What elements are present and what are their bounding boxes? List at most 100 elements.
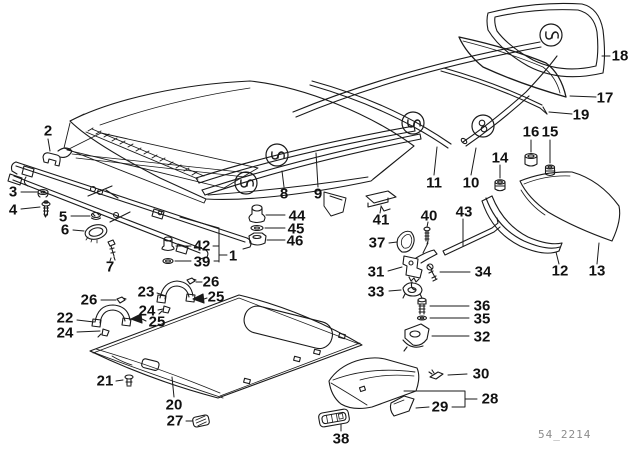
grommet-6 bbox=[84, 224, 108, 244]
arrow-25-left bbox=[130, 313, 143, 324]
part-label-l17: 17 bbox=[596, 89, 614, 107]
part-label-l5: 5 bbox=[58, 208, 68, 226]
rear-roof-panel-13 bbox=[519, 171, 621, 242]
part-label-l13: 13 bbox=[588, 262, 606, 280]
bushing-16 bbox=[524, 152, 538, 167]
clip-2 bbox=[42, 152, 61, 167]
rod-43 bbox=[442, 217, 501, 256]
clip-26-left bbox=[116, 296, 127, 304]
part-label-l7: 7 bbox=[105, 258, 115, 276]
part-label-l18: 18 bbox=[611, 47, 629, 65]
visor-flap-28 bbox=[328, 357, 420, 410]
part-label-l31: 31 bbox=[367, 263, 385, 281]
nut-46 bbox=[248, 232, 267, 246]
part-label-l32: 32 bbox=[473, 328, 491, 346]
rear-window-frame-18 bbox=[486, 2, 606, 78]
part-label-l25b: 25 bbox=[207, 288, 225, 306]
clip-24-left bbox=[97, 328, 110, 338]
nut-3 bbox=[37, 188, 49, 198]
part-label-l40: 40 bbox=[420, 207, 438, 225]
bolt-36 bbox=[417, 297, 427, 315]
detail-callout-circle bbox=[234, 143, 289, 195]
flap-29 bbox=[389, 395, 415, 417]
part-label-l30: 30 bbox=[472, 365, 490, 383]
part-label-l6: 6 bbox=[60, 221, 70, 239]
part-label-l1: 1 bbox=[228, 247, 238, 265]
bushing-14 bbox=[494, 179, 506, 192]
oring-39 bbox=[162, 257, 174, 265]
part-label-l27: 27 bbox=[166, 412, 184, 430]
part-label-l46: 46 bbox=[286, 232, 304, 250]
trim-strip-9 bbox=[195, 125, 416, 184]
clip-26-right bbox=[186, 277, 197, 285]
leader-lines bbox=[20, 55, 611, 432]
part-label-l42: 42 bbox=[193, 237, 211, 255]
part-label-l4: 4 bbox=[8, 201, 18, 219]
part-label-l26b: 26 bbox=[202, 273, 220, 291]
screw-34 bbox=[426, 263, 438, 282]
part-label-l8: 8 bbox=[279, 185, 289, 203]
part-label-l20: 20 bbox=[165, 396, 183, 414]
part-label-l16: 16 bbox=[522, 123, 540, 141]
screw-7 bbox=[107, 239, 116, 261]
rear-window-17 bbox=[458, 36, 567, 98]
part-label-l12: 12 bbox=[551, 262, 569, 280]
part-label-l33: 33 bbox=[367, 283, 385, 301]
part-label-l26a: 26 bbox=[80, 291, 98, 309]
molding-11 bbox=[309, 80, 452, 149]
part-label-l3: 3 bbox=[8, 183, 18, 201]
figure-code: 54_2214 bbox=[538, 428, 592, 441]
part-label-l43: 43 bbox=[455, 203, 473, 221]
part-label-l14: 14 bbox=[491, 149, 509, 167]
bushing-15 bbox=[544, 164, 556, 177]
part-label-l9: 9 bbox=[313, 185, 323, 203]
part-label-l24b: 24 bbox=[138, 302, 156, 320]
part-label-l24a: 24 bbox=[56, 324, 74, 342]
part-label-l45: 45 bbox=[287, 220, 305, 238]
part-label-l39: 39 bbox=[193, 253, 211, 271]
grab-handle-22 bbox=[91, 304, 132, 328]
part-label-l10: 10 bbox=[462, 174, 480, 192]
clip-24-right bbox=[158, 305, 171, 315]
seal-arch-12 bbox=[481, 195, 563, 254]
part-label-l15: 15 bbox=[541, 123, 559, 141]
plug-42 bbox=[161, 236, 175, 252]
part-label-l36: 36 bbox=[473, 297, 491, 315]
part-label-l37: 37 bbox=[368, 234, 386, 252]
part-label-l44: 44 bbox=[288, 207, 306, 225]
headliner-panel-20 bbox=[89, 294, 363, 399]
screw-4 bbox=[41, 200, 51, 218]
gasket-37 bbox=[396, 230, 415, 253]
part-label-l2: 2 bbox=[43, 122, 53, 140]
part-label-l11: 11 bbox=[426, 174, 442, 192]
part-label-l29: 29 bbox=[431, 398, 449, 416]
part-label-l34: 34 bbox=[474, 263, 492, 281]
trim-strip-19 bbox=[440, 67, 548, 115]
part-label-l21: 21 bbox=[96, 372, 114, 390]
upper-molding-pair bbox=[292, 41, 542, 118]
grab-handle-23 bbox=[156, 280, 196, 304]
part-label-l38: 38 bbox=[332, 430, 350, 448]
clip-30 bbox=[428, 369, 444, 380]
part-label-l19: 19 bbox=[572, 106, 590, 124]
catch-bracket-32 bbox=[402, 323, 430, 352]
part-label-l35: 35 bbox=[473, 310, 491, 328]
dome-light-38 bbox=[318, 408, 350, 428]
part-label-l23: 23 bbox=[137, 283, 155, 301]
washer-45 bbox=[250, 224, 264, 232]
nut-5 bbox=[90, 211, 102, 221]
sunroof-opening-channel bbox=[66, 127, 259, 189]
arrow-25-right bbox=[192, 293, 205, 304]
screw-40 bbox=[423, 226, 431, 245]
clip-27 bbox=[192, 414, 210, 428]
part-label-l22: 22 bbox=[56, 309, 74, 327]
part-label-l28: 28 bbox=[481, 390, 499, 408]
plug-44 bbox=[248, 204, 266, 224]
bracket-33 bbox=[402, 282, 423, 299]
part-label-l25a: 25 bbox=[148, 313, 166, 331]
roof-panel bbox=[63, 80, 415, 204]
trim-strip-8 bbox=[201, 133, 422, 217]
plate-41 bbox=[365, 190, 397, 212]
